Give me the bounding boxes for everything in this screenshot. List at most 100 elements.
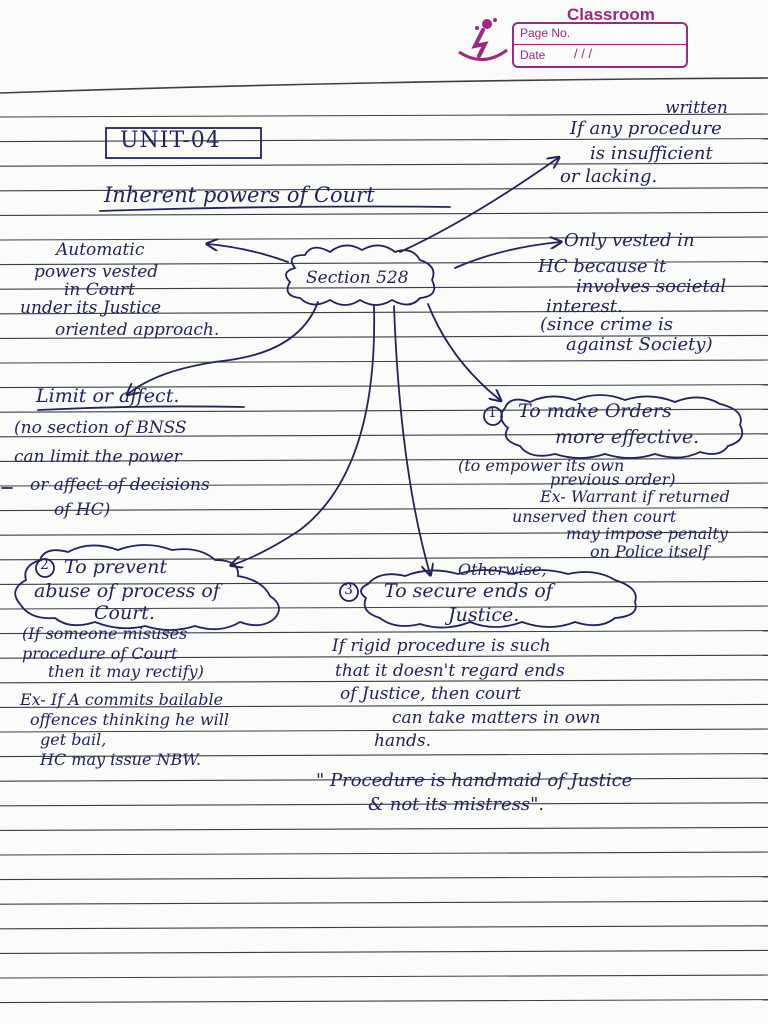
- point2-line-1: (If someone misuses: [22, 624, 188, 643]
- point2-line-7: HC may issue NBW.: [40, 750, 202, 769]
- ruled-line: [0, 113, 768, 118]
- only-vested-line-5: (since crime is: [540, 314, 673, 335]
- point2-cloud: [14, 544, 280, 631]
- point2-title-3: Court.: [94, 602, 155, 624]
- point1-line-3: Ex- Warrant if returned: [540, 487, 730, 506]
- arrow-to-point3: [393, 305, 430, 574]
- only-vested-line-2: HC because it: [538, 256, 667, 277]
- written-line-3: or lacking.: [560, 166, 658, 187]
- header-box: Page No. Date / / /: [512, 22, 688, 68]
- point2-title-1: To prevent: [64, 556, 168, 578]
- ruled-line: [0, 285, 768, 290]
- ruled-line: [0, 507, 768, 512]
- point1-line-5: may impose penalty: [566, 524, 728, 543]
- classroom-logo-icon: [458, 18, 508, 61]
- ruled-line: [0, 679, 768, 684]
- header-divider: [514, 44, 686, 45]
- point1-line-4: unserved then court: [512, 507, 677, 526]
- point2-title-2: abuse of process of: [34, 580, 220, 602]
- top-border-line: [0, 77, 768, 94]
- point1-line-2: previous order): [550, 470, 676, 489]
- arrow-to-automatic: [208, 244, 289, 263]
- point3-title-2: Justice.: [448, 604, 520, 626]
- brand-name: Classroom: [567, 5, 655, 24]
- point3-cloud: [360, 569, 637, 629]
- ruled-line: [0, 900, 768, 905]
- point1-cloud: [500, 394, 744, 459]
- quote-line-1: " Procedure is handmaid of Justice: [316, 770, 633, 791]
- ruled-line: [0, 457, 768, 462]
- point3-number-circle: [339, 582, 359, 602]
- ruled-line: [0, 703, 768, 708]
- point1-line-1: (to empower its own: [458, 456, 625, 475]
- quote-line-2: & not its mistress".: [368, 794, 545, 815]
- ruled-line: [0, 187, 768, 192]
- ruled-line: [0, 777, 768, 782]
- section-cloud: [285, 244, 436, 306]
- point2-line-4: Ex- If A commits bailable: [20, 690, 224, 709]
- point2-number: 2: [40, 557, 49, 573]
- ruled-line: [0, 408, 768, 413]
- ruled-line: [0, 949, 768, 954]
- point3-line-3: of Justice, then court: [340, 684, 521, 704]
- limit-line-3: or affect of decisions: [30, 475, 210, 495]
- point2-number-circle: [35, 558, 55, 578]
- ruled-line: [0, 753, 768, 758]
- page-no-label: Page No.: [520, 26, 571, 40]
- ruled-line: [0, 236, 768, 241]
- ruled-line: [0, 359, 768, 364]
- point2-line-2: procedure of Court: [22, 644, 178, 663]
- ruled-line: [0, 138, 768, 143]
- written-line-2: is insufficient: [590, 143, 713, 164]
- automatic-line-4: under its Justice: [20, 298, 162, 318]
- automatic-line-3: in Court: [64, 280, 135, 300]
- point3-number: 3: [344, 582, 353, 598]
- ruled-line: [0, 802, 768, 807]
- point3-title-1: To secure ends of: [384, 580, 553, 602]
- ruled-line: [0, 630, 768, 635]
- written-word: written: [665, 98, 728, 118]
- point3-line-5: hands.: [374, 731, 432, 751]
- ruled-line: [0, 162, 768, 167]
- only-vested-line-3: involves societal: [576, 276, 727, 297]
- point3-line-4: can take matters in own: [392, 708, 601, 728]
- point3-line-2: that it doesn't regard ends: [335, 661, 565, 681]
- automatic-line-1: Automatic: [56, 240, 145, 260]
- ruled-line: [0, 556, 768, 561]
- written-line-1: If any procedure: [570, 118, 722, 139]
- topic-heading: Inherent powers of Court: [104, 183, 375, 207]
- limit-line-1: (no section of BNSS: [14, 418, 187, 438]
- point2-line-3: then it may rectify): [48, 662, 204, 681]
- point1-title-1: To make Orders: [518, 400, 672, 422]
- section-528: Section 528: [306, 268, 409, 288]
- ruled-line: [0, 261, 768, 266]
- ruled-line: [0, 654, 768, 659]
- ruled-line: [0, 310, 768, 315]
- ruled-line: [0, 999, 768, 1004]
- ruled-line: [0, 605, 768, 610]
- arrow-to-limit: [128, 301, 319, 394]
- only-vested-line-4: interest.: [546, 296, 623, 317]
- ruled-line: [0, 925, 768, 930]
- topic-underline: [99, 205, 451, 212]
- ruled-line: [0, 826, 768, 831]
- ruled-line: [0, 580, 768, 585]
- arrow-to-point1: [427, 303, 500, 400]
- unit-title: UNIT-04: [120, 128, 221, 153]
- limit-line-4: of HC): [54, 500, 111, 520]
- point1-title-2: more effective.: [555, 426, 700, 448]
- limit-line-2: can limit the power: [14, 447, 182, 467]
- ruled-line: [0, 531, 768, 536]
- limit-heading: Limit or affect.: [36, 385, 180, 407]
- ruled-line: [0, 334, 768, 339]
- automatic-line-2: powers vested: [34, 262, 159, 282]
- point1-number-circle: [483, 406, 503, 426]
- ruled-line: [0, 482, 768, 487]
- arrow-to-only-vested: [454, 242, 560, 269]
- ruled-line: [0, 851, 768, 856]
- only-vested-line-1: Only vested in: [564, 230, 695, 251]
- arrow-to-written: [399, 158, 558, 253]
- unit-title-box: [105, 127, 262, 159]
